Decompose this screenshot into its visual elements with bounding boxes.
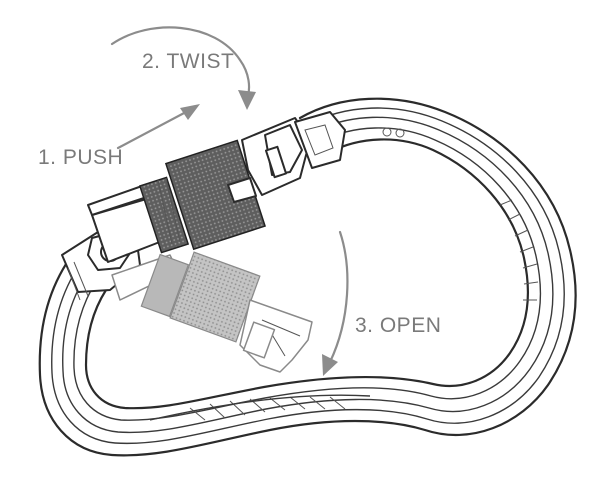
gate-closed xyxy=(87,111,346,263)
open-arrow xyxy=(322,230,349,376)
step-open-label: 3. OPEN xyxy=(355,314,441,337)
twist-arrow xyxy=(110,26,256,110)
gate-open-ghost xyxy=(111,251,313,373)
push-arrow xyxy=(116,104,200,150)
step-push-label: 1. PUSH xyxy=(38,146,123,169)
step-twist-label: 2. TWIST xyxy=(142,50,234,73)
carabiner-body xyxy=(38,97,577,457)
